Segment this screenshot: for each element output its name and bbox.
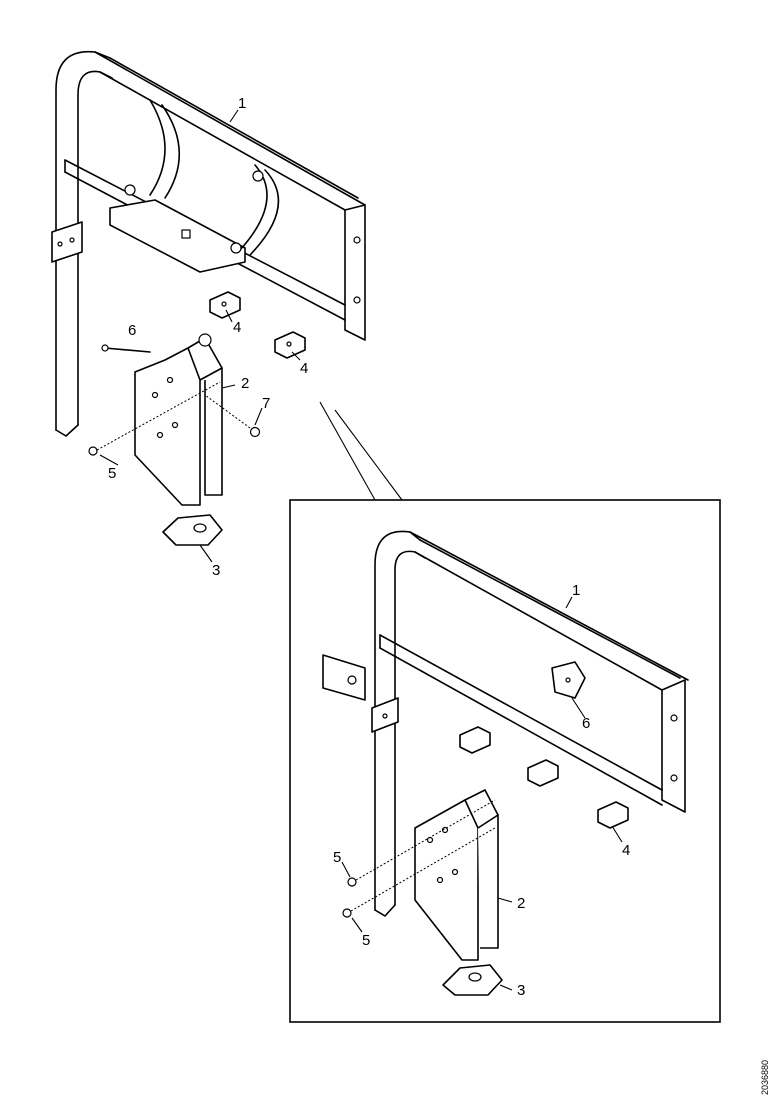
callout-3: 3 (212, 562, 220, 579)
nut-part-7 (204, 394, 261, 438)
detail-callout-5-a: 5 (333, 849, 341, 866)
callout-1: 1 (238, 95, 246, 112)
detail-clip-part-4-a (459, 726, 491, 754)
detail-frame (289, 499, 721, 1023)
detail-callout-5-b: 5 (362, 932, 370, 949)
callout-5: 5 (108, 465, 116, 482)
detail-pointer (319, 401, 403, 501)
callout-2: 2 (241, 375, 249, 392)
screw-part-6 (101, 344, 151, 353)
callout-7: 7 (262, 395, 270, 412)
detail-bolt-part-5-a (347, 799, 496, 887)
detail-clip-part-4-b (527, 759, 559, 787)
frame-part-1 (51, 50, 366, 437)
detail-callout-2: 2 (517, 895, 525, 912)
detail-callout-4: 4 (622, 842, 630, 859)
upper-exploded-view: 1 2 3 4 4 5 6 7 (51, 50, 366, 579)
bracket-part-2 (134, 333, 223, 506)
plate-part-3 (162, 514, 223, 546)
callout-6: 6 (128, 322, 136, 339)
callout-4-b: 4 (300, 360, 308, 377)
clip-part-4-a (209, 291, 241, 319)
detail-bolt-part-5-b (342, 827, 496, 918)
detail-view: 1 2 3 4 5 5 6 (289, 499, 721, 1023)
bolt-part-5 (88, 381, 221, 456)
detail-callout-1: 1 (572, 582, 580, 599)
detail-plate-part-3 (442, 964, 503, 996)
figure-reference-code: 2036880 (760, 1060, 770, 1095)
clip-part-4-b (274, 331, 306, 359)
callout-4-a: 4 (233, 319, 241, 336)
detail-bracket-part-2 (414, 789, 499, 961)
detail-callout-3: 3 (517, 982, 525, 999)
detail-clip-part-4-c (597, 801, 629, 829)
detail-callout-6: 6 (582, 715, 590, 732)
detail-frame-part-1 (322, 530, 689, 917)
